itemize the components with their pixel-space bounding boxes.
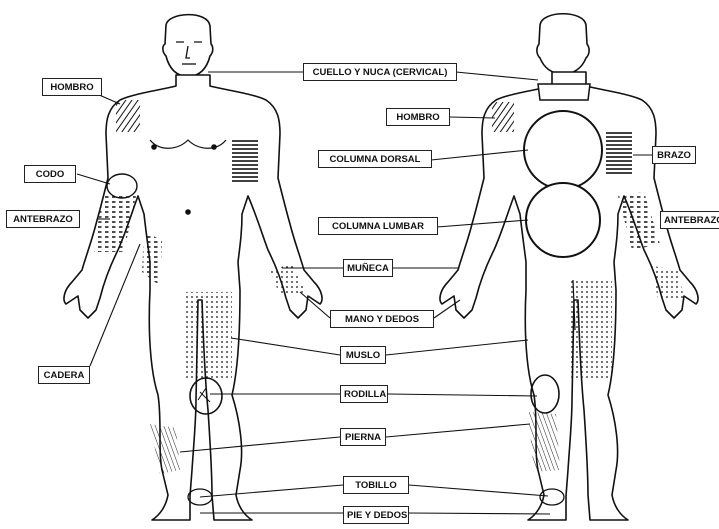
label-muslo: MUSLO [340,346,386,364]
label-muneca: MUÑECA [343,259,393,277]
label-mano-dedos: MANO Y DEDOS [330,310,434,328]
label-cuello-nuca: CUELLO Y NUCA (CERVICAL) [303,63,457,81]
label-antebrazo-front: ANTEBRAZO [6,210,80,228]
label-pierna: PIERNA [340,428,386,446]
front-shoulder-hatch [116,100,140,132]
front-head [163,15,213,77]
front-hip-hatch [142,232,162,286]
label-cadera: CADERA [38,366,90,384]
label-columna-lumbar: COLUMNA LUMBAR [318,217,438,235]
back-shoulder-hatch [492,102,514,132]
label-codo: CODO [24,165,76,183]
label-rodilla: RODILLA [340,385,388,403]
front-arm-hatch [232,140,258,184]
front-thigh-dots [186,292,232,378]
label-columna-dorsal: COLUMNA DORSAL [318,150,432,168]
back-head [537,14,589,74]
back-neck-region [538,84,590,100]
front-leg-hatch [150,424,180,474]
back-arm-hatch [606,132,632,176]
label-brazo: BRAZO [652,146,696,164]
label-antebrazo-back: ANTEBRAZO [660,211,719,229]
back-leg-hatch [528,412,560,472]
back-dorsal-circle [524,111,602,189]
front-forearm-hatch [94,196,136,252]
label-hombro-back: HOMBRO [386,108,450,126]
label-pie-dedos: PIE Y DEDOS [343,506,409,524]
label-tobillo: TOBILLO [343,476,409,494]
label-hombro-front: HOMBRO [42,78,102,96]
back-lumbar-circle [526,183,600,257]
